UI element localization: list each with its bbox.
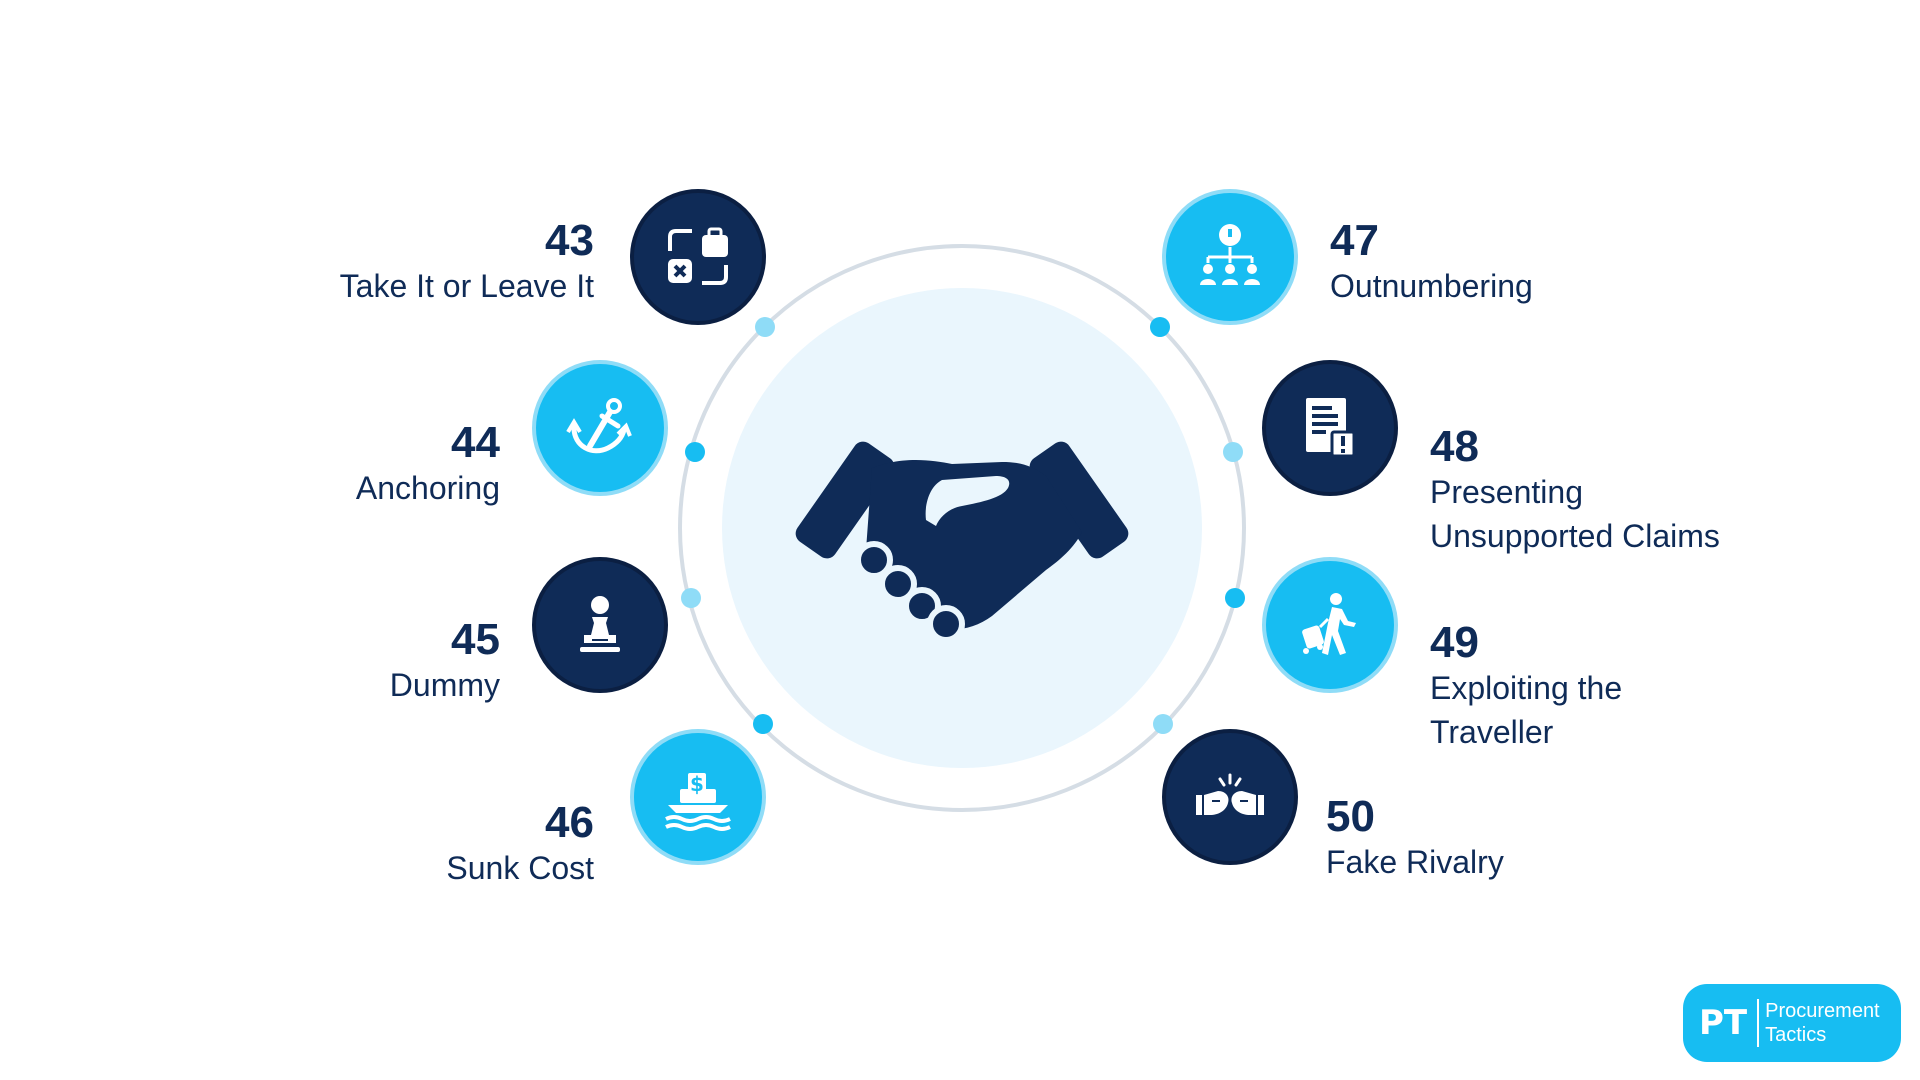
tactic-49-icon-circle (1262, 557, 1398, 693)
tactic-number: 45 (451, 615, 500, 664)
tactic-number: 47 (1330, 216, 1379, 265)
logo-divider (1757, 999, 1760, 1047)
procurement-tactics-logo: PT Procurement Tactics (1683, 984, 1901, 1062)
ring-dot (685, 442, 705, 462)
tactic-name: Outnumbering (1330, 268, 1533, 304)
tactic-50-icon-circle (1162, 729, 1298, 865)
tactic-name-line2: Traveller (1430, 714, 1554, 750)
ring-dot (681, 588, 701, 608)
outer-ring (678, 244, 1246, 812)
tactic-48-icon-circle (1262, 360, 1398, 496)
logo-wordmark: Procurement Tactics (1765, 999, 1880, 1047)
svg-text:$: $ (690, 772, 704, 796)
org-chart-icon (1200, 224, 1260, 285)
tactic-47-icon-circle (1162, 189, 1298, 325)
tactic-48-label: 48 Presenting Unsupported Claims (1430, 424, 1830, 558)
tactic-name: Dummy (389, 667, 500, 703)
chess-pawn-icon (580, 596, 620, 652)
tactic-number: 43 (545, 216, 594, 265)
tactic-49-label: 49 Exploiting the Traveller (1430, 620, 1790, 754)
tactic-50-label: 50 Fake Rivalry (1326, 794, 1686, 884)
tactic-43-icon-circle (630, 189, 766, 325)
tactic-name: Sunk Cost (446, 850, 594, 886)
tactic-46-icon-circle: $ (630, 729, 766, 865)
tactic-46-label: 46 Sunk Cost (290, 800, 594, 890)
tactic-45-label: 45 Dummy (200, 617, 500, 707)
tactic-number: 46 (545, 798, 594, 847)
tactic-44-icon-circle (532, 360, 668, 496)
handshake-icon (795, 441, 1129, 643)
sinking-ship-icon: $ (665, 772, 731, 831)
rivalry-fists-icon (1196, 773, 1264, 815)
tactic-number: 49 (1430, 618, 1479, 667)
tactic-name-line2: Unsupported Claims (1430, 518, 1720, 554)
tactic-number: 44 (451, 418, 500, 467)
tactic-number: 50 (1326, 792, 1375, 841)
traveller-icon (1302, 593, 1356, 655)
logo-line2: Tactics (1765, 1024, 1827, 1046)
logo-line1: Procurement (1765, 1000, 1880, 1022)
logo-abbreviation: PT (1699, 1003, 1748, 1043)
tactic-name: Take It or Leave It (339, 268, 594, 304)
tactic-45-icon-circle (532, 557, 668, 693)
tactic-43-label: 43 Take It or Leave It (250, 218, 594, 308)
ring-dot (755, 317, 775, 337)
choice-icon (668, 227, 728, 285)
ring-dot (753, 714, 773, 734)
tactic-number: 48 (1430, 422, 1479, 471)
tactic-name: Fake Rivalry (1326, 844, 1504, 880)
tactic-name-line1: Presenting (1430, 474, 1583, 510)
document-warning-icon (1306, 398, 1356, 458)
tactic-name-line1: Exploiting the (1430, 670, 1623, 706)
ring-dot (1225, 588, 1245, 608)
ring-dot (1153, 714, 1173, 734)
tactic-44-label: 44 Anchoring (200, 420, 500, 510)
tactic-47-label: 47 Outnumbering (1330, 218, 1690, 308)
anchor-icon (566, 398, 632, 454)
tactic-name: Anchoring (355, 470, 500, 506)
ring-dot (1150, 317, 1170, 337)
ring-dot (1223, 442, 1243, 462)
